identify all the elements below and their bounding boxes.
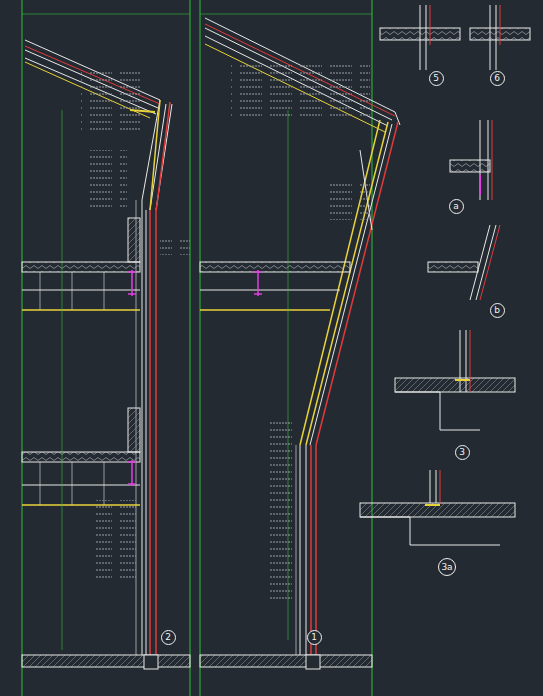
- callout-number: 6: [494, 73, 500, 83]
- callout-circle: 1: [307, 630, 322, 645]
- callout-number: 2: [165, 632, 171, 642]
- callout-number: 5: [433, 73, 439, 83]
- callout-circle: 6: [490, 71, 505, 86]
- callout-number: 3a: [441, 562, 452, 572]
- callout-circle: 2: [161, 630, 176, 645]
- callout-circle: 3a: [438, 558, 456, 576]
- callout-number: a: [453, 201, 459, 211]
- callout-circle: 5: [429, 71, 444, 86]
- callout-circle: a: [449, 199, 464, 214]
- callout-circle: b: [490, 303, 505, 318]
- callout-circle: 3: [455, 445, 470, 460]
- callout-number: 1: [311, 632, 317, 642]
- callout-number: 3: [459, 447, 465, 457]
- callout-number: b: [494, 305, 500, 315]
